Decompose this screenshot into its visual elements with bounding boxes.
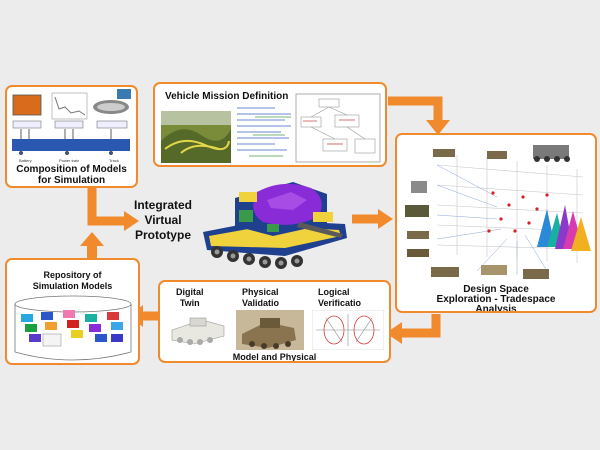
arrow-mission-to-design xyxy=(388,96,443,122)
repository-title-line1: Repository of xyxy=(43,270,102,280)
composition-title-line1: Composition of Models xyxy=(16,164,127,175)
arrow-composition-to-center xyxy=(87,188,126,226)
flow-arrow-icon xyxy=(80,232,104,246)
mission-panel: Vehicle Mission Definition xyxy=(153,82,387,167)
physical-validation-image xyxy=(236,310,304,350)
composition-label-battery: Battery xyxy=(19,158,32,163)
digital-line2: Twin xyxy=(179,298,200,308)
physical-line1: Physical xyxy=(242,287,279,297)
center-title-line1: Integrated xyxy=(133,198,192,212)
composition-title-line2: for Simulation xyxy=(37,175,106,186)
mission-requirements-text xyxy=(237,107,291,157)
digital-line1: Digital xyxy=(176,287,204,297)
testing-panel: Digital Twin Physical Validatio n Logica… xyxy=(158,280,391,363)
design-title-line1: Design Space xyxy=(463,284,529,295)
testing-bottom-label: Model and Physical xyxy=(232,352,317,362)
composition-label-track: Track xyxy=(109,158,119,163)
mission-state-diagram xyxy=(295,93,381,163)
flow-arrow-icon xyxy=(426,120,450,135)
design-title-line3: Analysis xyxy=(475,304,517,313)
center-title-line2: Virtual xyxy=(144,213,182,227)
design-space-panel: Design Space Exploration - Tradespace An… xyxy=(395,133,597,313)
arrow-design-to-testing xyxy=(400,314,441,338)
logical-line1: Logical xyxy=(318,287,350,297)
logical-line2: Verificatio xyxy=(318,298,362,308)
composition-label-powertrain: Power train xyxy=(59,158,80,163)
flow-arrow-icon xyxy=(124,211,139,231)
logical-verification-image xyxy=(312,310,384,350)
repository-database-icon xyxy=(14,295,132,361)
tank-icon xyxy=(203,182,347,269)
mission-terrain-image xyxy=(161,111,231,163)
composition-diagram xyxy=(12,89,131,155)
physical-line2: Validatio xyxy=(242,298,280,308)
flow-arrow-icon xyxy=(378,209,393,229)
tradespace-plot xyxy=(405,145,591,279)
repository-panel: Repository of Simulation Models xyxy=(5,258,140,365)
center-title-line3: Prototype xyxy=(134,228,191,242)
repository-title-line2: Simulation Models xyxy=(32,281,113,291)
integrated-prototype-title: Integrated Virtual Prototype xyxy=(128,198,198,243)
mission-title: Vehicle Mission Definition xyxy=(165,91,289,102)
composition-title: Composition of Models for Simulation xyxy=(7,164,136,186)
design-space-title: Design Space Exploration - Tradespace An… xyxy=(397,284,595,313)
flow-arrow-icon xyxy=(386,322,402,344)
design-title-line2: Exploration - Tradespace xyxy=(436,294,556,305)
digital-twin-label: Digital Twin xyxy=(176,287,204,309)
composition-panel: Battery Power train Track Composition of… xyxy=(5,85,138,188)
digital-twin-image xyxy=(171,317,225,345)
repository-title: Repository of Simulation Models xyxy=(7,270,138,292)
